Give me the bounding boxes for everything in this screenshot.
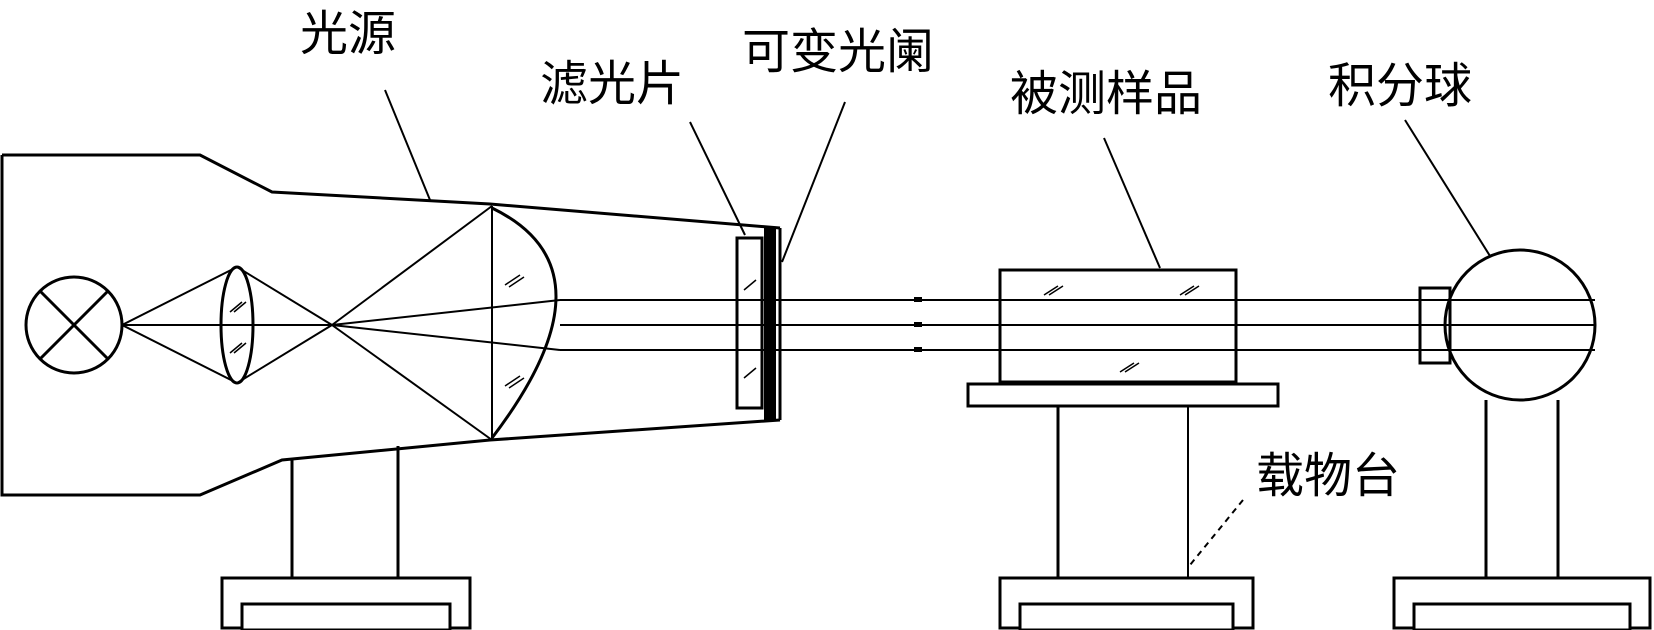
filter-element (735, 236, 764, 410)
label-stage: 载物台 (1256, 448, 1401, 504)
integrating-sphere-element (1392, 248, 1652, 630)
label-filter: 滤光片 (540, 56, 685, 112)
collimating-lens (490, 206, 558, 439)
label-test-sample: 被测样品 (1010, 66, 1203, 122)
test-sample-element (998, 268, 1238, 384)
ray-lines (121, 205, 561, 441)
beam-lines (560, 297, 1590, 352)
lamp-icon (24, 275, 124, 375)
label-integrating-sphere: 积分球 (1328, 58, 1473, 114)
stage-element (966, 382, 1280, 630)
label-variable-aperture: 可变光阑 (742, 24, 935, 80)
label-light-source: 光源 (300, 6, 397, 62)
light-source-support (220, 446, 472, 630)
leader-lines (384, 89, 1491, 566)
